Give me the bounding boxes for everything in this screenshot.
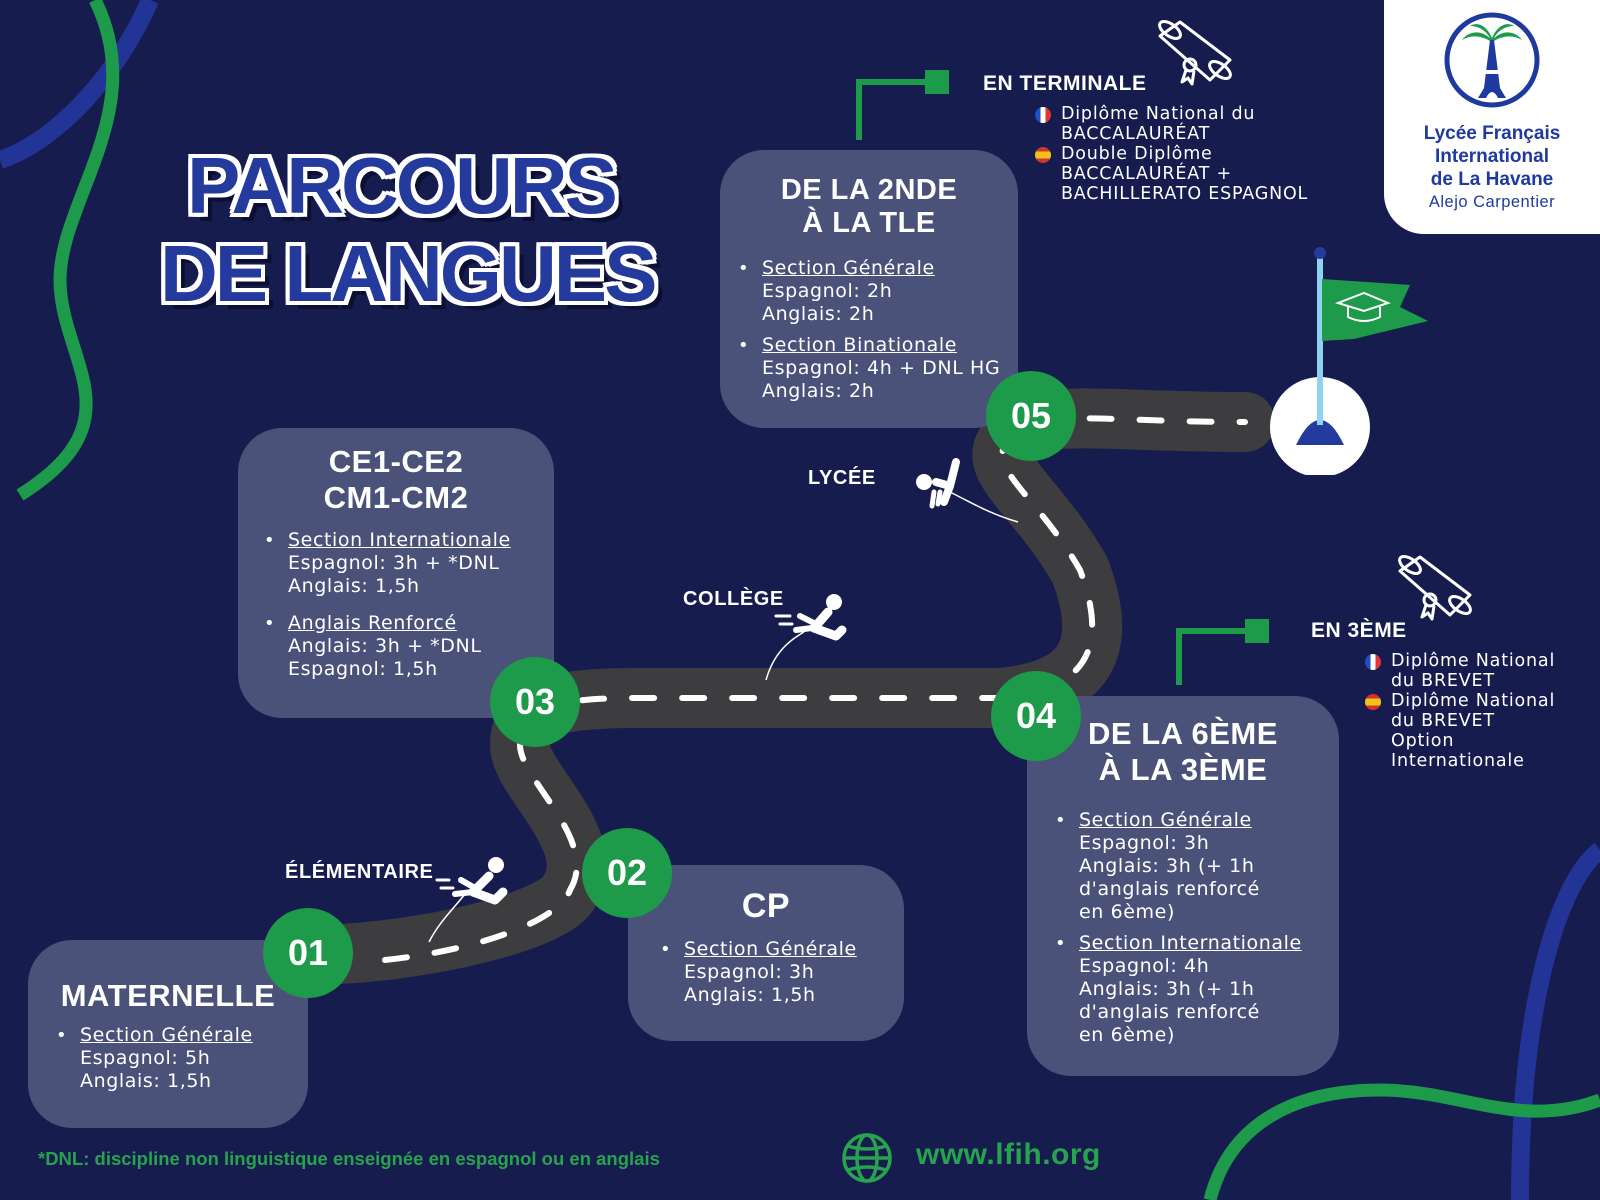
step-number-02: 02 [582,828,672,918]
school-logo: Lycée Français International de La Havan… [1384,0,1600,234]
section-item: Section Internationale Espagnol: 3h + *D… [262,529,554,598]
logo-name-line2: International [1434,146,1549,167]
step-title-lycee: DE LA 2NDE À LA TLE [780,174,958,240]
section-item: Section Générale Espagnol: 3h Anglais: 3… [1053,809,1339,924]
step-title-cp: CP [741,887,791,925]
france-flag-icon [1365,654,1381,670]
section-item: Section Générale Espagnol: 3h Anglais: 1… [658,938,904,1007]
step-number-03: 03 [490,657,580,747]
section-item: Section Générale Espagnol: 2h Anglais: 2… [736,257,1018,326]
diploma-scroll-icon [1158,20,1232,86]
step-card-maternelle: MATERNELLE Section Générale Espagnol: 5h… [28,940,308,1128]
france-flag-icon [1035,107,1051,123]
checkpoint-flag-icon [856,70,949,140]
diploma-item: Double Diplôme BACCALAURÉAT + BACHILLERA… [1035,144,1343,204]
diplomas-troisieme-title: EN 3ÈME [1311,619,1407,642]
section-item: Section Générale Espagnol: 5h Anglais: 1… [54,1024,308,1093]
diploma-item: Diplôme National du BACCALAURÉAT [1035,104,1343,144]
graduation-flag-icon [1270,247,1428,475]
step-title-college: DE LA 6ÈME À LA 3ÈME [1088,716,1278,787]
diplomas-terminale-title: EN TERMINALE [983,72,1147,95]
step-card-cp: CP Section Générale Espagnol: 3h Anglais… [628,865,904,1041]
step-title-maternelle: MATERNELLE [60,978,276,1013]
logo-name-line1: Lycée Français [1423,123,1561,144]
section-item: Section Binationale Espagnol: 4h + DNL H… [736,334,1018,403]
running-person-icon [765,594,847,681]
diplomas-terminale: EN TERMINALE Diplôme National du BACCALA… [983,72,1343,204]
logo-subtitle: Alejo Carpentier [1428,193,1556,211]
spain-flag-icon [1365,694,1381,710]
step-number-04: 04 [991,671,1081,761]
eiffel-palm-logo-icon [1444,12,1540,108]
dnl-footnote: *DNL: discipline non linguistique enseig… [38,1148,660,1169]
page-title-line1: PARCOURS [187,141,618,230]
spain-flag-icon [1035,147,1051,163]
stage-label-lycee: LYCÉE [808,467,876,489]
diploma-item: Diplôme National du BREVET Option Intern… [1365,691,1591,771]
section-item: Anglais Renforcé Anglais: 3h + *DNL Espa… [262,612,554,681]
diploma-item: Diplôme National du BREVET [1365,651,1591,691]
checkpoint-flag-icon [1176,619,1269,685]
running-person-icon [916,458,1019,523]
step-number-05: 05 [986,371,1076,461]
step-card-college: DE LA 6ÈME À LA 3ÈME Section Générale Es… [1027,696,1339,1076]
diploma-scroll-icon [1398,555,1472,621]
stage-label-elementaire: ÉLÉMENTAIRE [285,861,434,883]
step-title-ce: CE1-CE2 CM1-CM2 [323,444,469,515]
step-number-01: 01 [263,908,353,998]
diplomas-troisieme: EN 3ÈME Diplôme National du BREVET Diplô… [1311,619,1591,771]
website-link[interactable]: www.lfih.org [916,1138,1101,1171]
stage-label-college: COLLÈGE [683,588,784,610]
step-card-elementaire: CE1-CE2 CM1-CM2 Section Internationale E… [238,428,554,718]
running-person-icon [428,857,508,943]
globe-icon [842,1133,892,1183]
logo-name-line3: de La Havane [1430,169,1554,190]
step-card-lycee: DE LA 2NDE À LA TLE Section Générale Esp… [720,150,1018,428]
page-title-line2: DE LANGUES [160,229,657,318]
section-item: Section Internationale Espagnol: 4h Angl… [1053,932,1339,1047]
